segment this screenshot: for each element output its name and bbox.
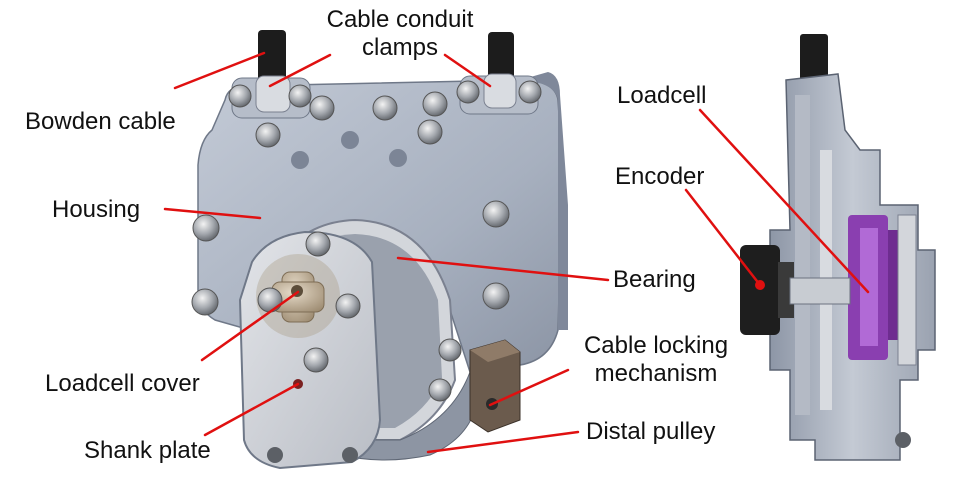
leader-shank-plate	[203, 382, 300, 437]
housing-side	[520, 72, 568, 330]
label-cable-conduit-clamps-line2: clamps	[361, 34, 439, 61]
leader-encoder	[684, 188, 762, 287]
label-bearing: Bearing	[613, 266, 696, 293]
bowden-cable-right	[488, 32, 514, 82]
section-view-assembly	[740, 34, 936, 461]
encoder	[740, 245, 794, 335]
cable-locking-block	[428, 338, 521, 433]
label-cable-locking-line2: mechanism	[594, 360, 718, 387]
shaft	[789, 277, 851, 305]
label-loadcell-cover: Loadcell cover	[45, 370, 200, 397]
leader-cable-locking	[488, 368, 570, 407]
label-cable-conduit-clamps-line1: Cable conduit	[326, 6, 474, 33]
leader-housing	[163, 207, 262, 220]
loadcell-cover	[256, 231, 361, 373]
conduit-clamp-right	[456, 73, 542, 115]
leader-bowden-cable	[173, 51, 266, 90]
leader-lines	[163, 51, 870, 454]
section-cable	[800, 34, 828, 82]
label-encoder: Encoder	[615, 163, 705, 190]
label-cable-locking-line1: Cable locking	[583, 332, 729, 359]
label-bowden-cable: Bowden cable	[25, 108, 176, 135]
conduit-clamp-left	[228, 75, 312, 119]
leader-bearing	[396, 256, 610, 282]
label-distal-pulley: Distal pulley	[586, 418, 716, 445]
shank-plate-hole	[267, 447, 283, 463]
leader-loadcell-cover	[200, 290, 300, 362]
label-loadcell: Loadcell	[617, 82, 707, 109]
label-shank-plate: Shank plate	[84, 437, 211, 464]
label-housing: Housing	[52, 196, 141, 223]
housing-bolts	[191, 91, 510, 316]
leader-distal-pulley	[426, 430, 580, 454]
loadcell-section	[848, 215, 898, 360]
bowden-cable-left	[258, 30, 286, 85]
front-view-assembly	[191, 30, 568, 470]
label-cable-locking-mechanism: Cable locking mechanism	[556, 332, 756, 388]
leader-loadcell	[698, 108, 870, 294]
leader-clamp-left	[268, 53, 332, 88]
label-cable-conduit-clamps: Cable conduit clamps	[300, 6, 500, 62]
leader-clamp-right	[443, 53, 492, 88]
